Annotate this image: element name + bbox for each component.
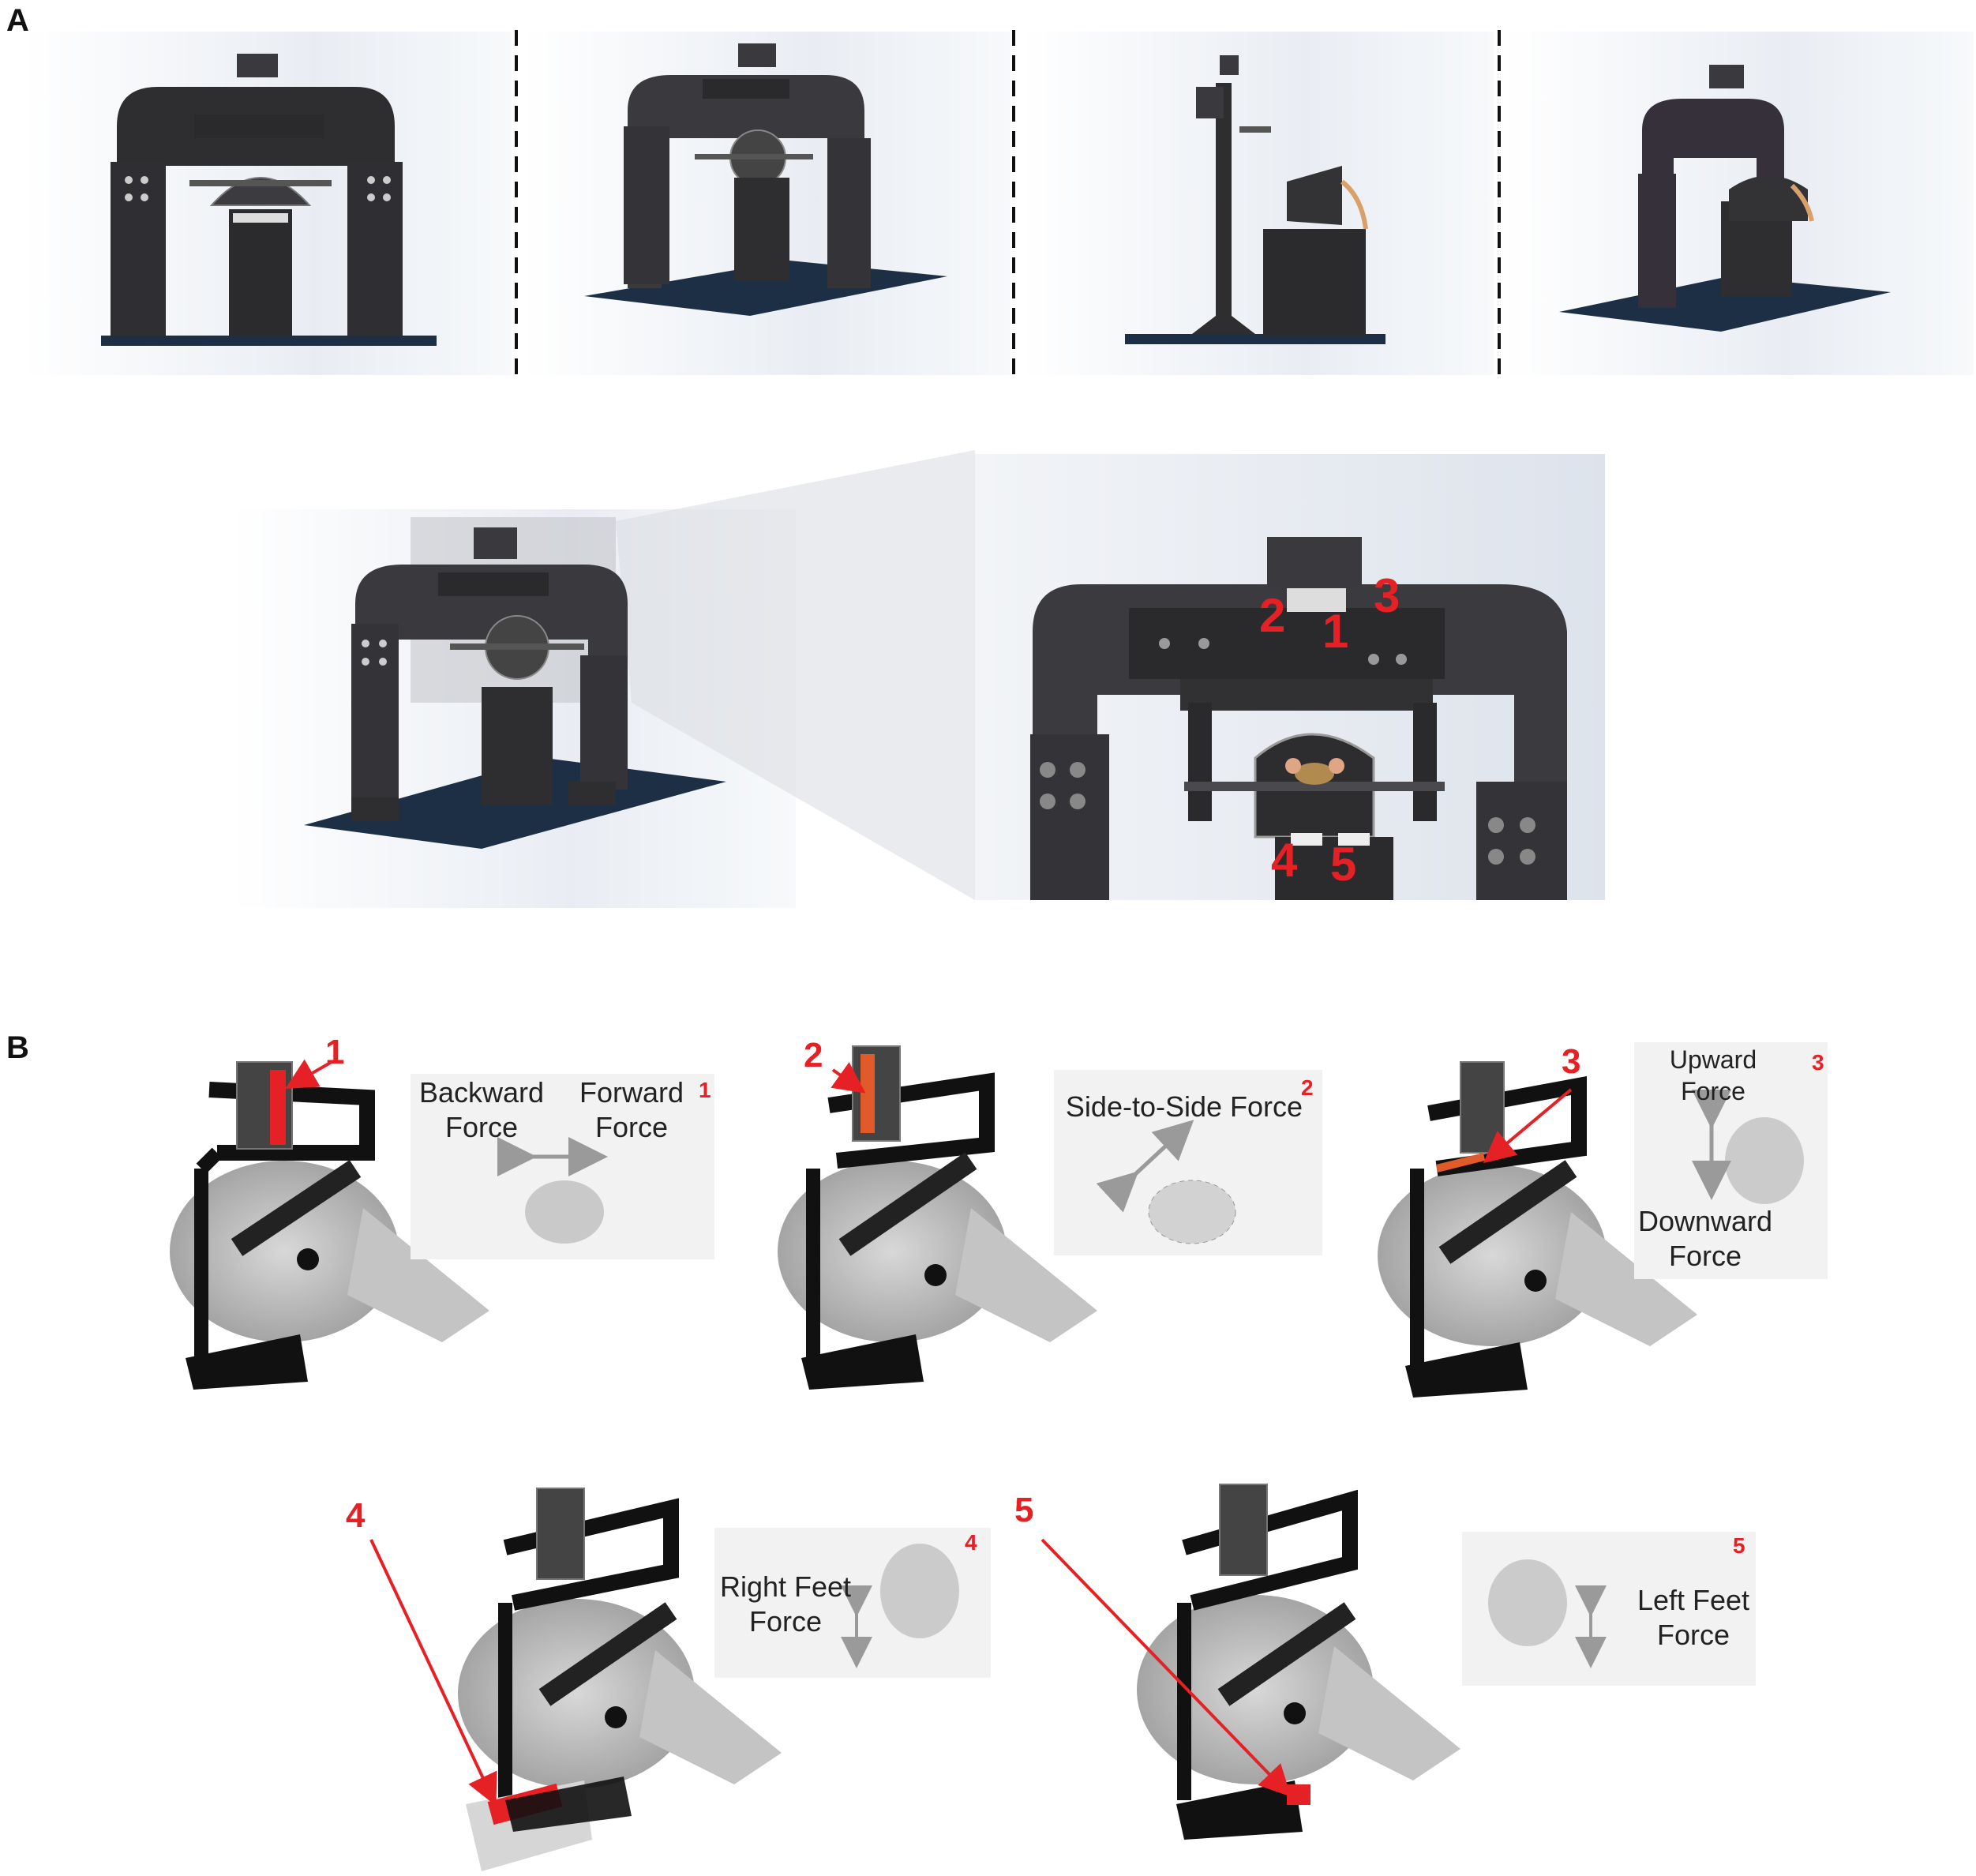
zoom-callout-2: 2 <box>1259 589 1286 642</box>
pointer-line-4 <box>369 1539 497 1807</box>
sensor-illustration-1 <box>170 1061 489 1390</box>
force-label-text: Upward <box>1669 1045 1757 1074</box>
sensor-illustration-4 <box>458 1488 782 1871</box>
force-label-right-feet: Right Feet Force <box>714 1570 857 1639</box>
zoom-callout-4: 4 <box>1271 834 1298 887</box>
force-label-forward: Forward Force <box>564 1075 699 1145</box>
force-label-text: Force <box>444 1111 519 1143</box>
zoom-callout-1: 1 <box>1322 605 1349 658</box>
mini-mouse-icon <box>1488 1559 1567 1646</box>
force-box-number-4: 4 <box>965 1530 977 1555</box>
pointer-line-2 <box>831 1062 866 1094</box>
force-label-text: Force <box>1681 1077 1745 1105</box>
apparatus-front-view <box>101 54 437 346</box>
render-bg-side <box>1020 32 1494 375</box>
mini-mouse-icon <box>880 1544 959 1638</box>
force-label-text: Backward <box>418 1076 545 1109</box>
sensor-number-3: 3 <box>1562 1042 1581 1081</box>
apparatus-rear-view <box>1559 65 1891 332</box>
panel-a-bottom-row <box>231 450 1605 908</box>
pointer-line-3 <box>1483 1088 1573 1164</box>
sensor-number-2: 2 <box>804 1036 823 1075</box>
force-label-text: Force <box>748 1605 823 1638</box>
sensor-number-4: 4 <box>346 1496 366 1535</box>
force-box-number-1: 1 <box>699 1078 711 1102</box>
force-label-side: Side-to-Side Force <box>1054 1090 1314 1124</box>
force-label-text: Downward <box>1637 1205 1773 1237</box>
sensor-illustration-2 <box>778 1045 1097 1390</box>
apparatus-iso-view <box>584 43 947 316</box>
mini-mouse-icon <box>1725 1117 1804 1204</box>
zoom-callout-3: 3 <box>1374 569 1400 622</box>
force-label-left-feet: Left Feet Force <box>1622 1583 1764 1653</box>
panel-label-b: B <box>6 1030 29 1065</box>
force-arrow-side <box>1096 1120 1194 1213</box>
force-label-backward: Backward Force <box>411 1075 553 1145</box>
force-label-text: Side-to-Side Force <box>1065 1090 1303 1123</box>
force-label-text: Right Feet <box>719 1570 852 1603</box>
apparatus-overview <box>304 527 726 849</box>
sensor-illustration-5 <box>1137 1484 1460 1840</box>
sensor-number-1: 1 <box>325 1033 345 1071</box>
force-box-number-3: 3 <box>1812 1050 1824 1075</box>
mini-mouse-icon <box>525 1180 604 1244</box>
pointer-line-1 <box>285 1059 332 1089</box>
force-label-text: Force <box>1656 1619 1730 1651</box>
panel-label-a: A <box>6 3 29 38</box>
panel-a-top-row <box>22 30 1974 375</box>
force-label-downward: Downward Force <box>1630 1204 1780 1274</box>
apparatus-zoom <box>1030 537 1567 900</box>
force-label-text: Force <box>1668 1240 1742 1272</box>
sensor-number-5: 5 <box>1014 1491 1034 1529</box>
force-label-upward: Upward Force <box>1642 1044 1784 1107</box>
force-label-text: Force <box>594 1111 669 1143</box>
force-box-number-2: 2 <box>1301 1075 1314 1100</box>
force-box-number-5: 5 <box>1733 1533 1745 1558</box>
sensor-illustration-3 <box>1378 1061 1697 1398</box>
apparatus-side-view <box>1125 55 1385 344</box>
zoom-projection <box>616 450 975 900</box>
force-label-text: Left Feet <box>1637 1584 1750 1616</box>
force-label-text: Forward <box>579 1076 684 1109</box>
pointer-line-5 <box>1040 1538 1292 1797</box>
mini-mouse-icon <box>1148 1180 1236 1244</box>
zoom-callout-5: 5 <box>1330 838 1357 891</box>
